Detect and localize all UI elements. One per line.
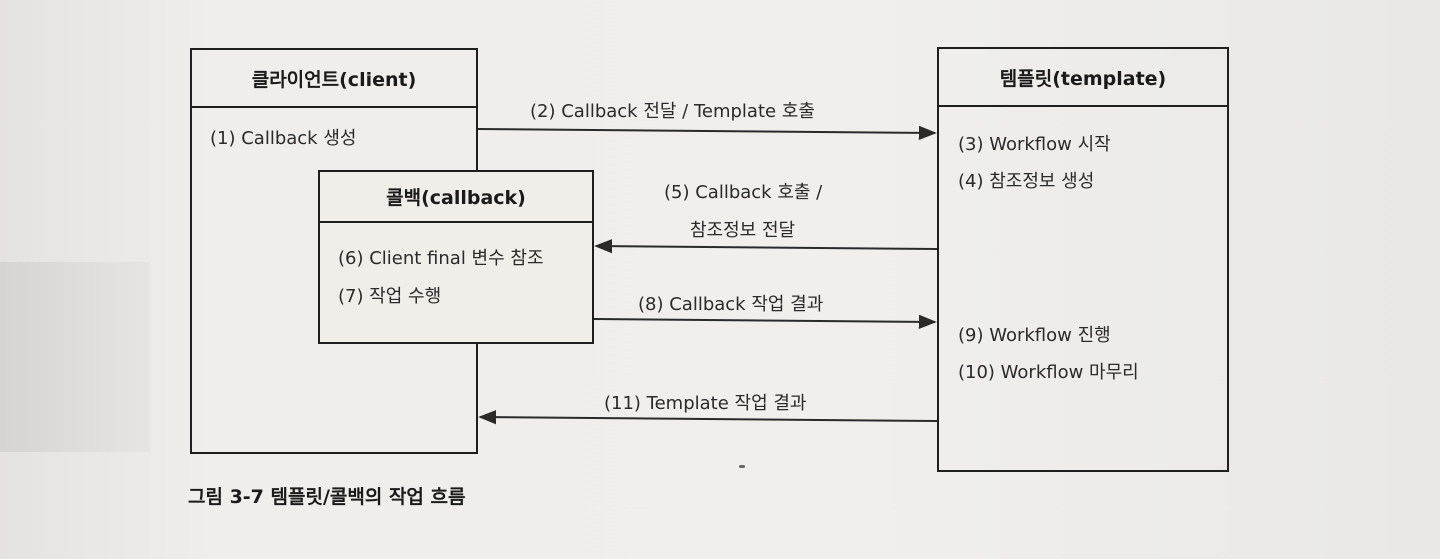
figure-caption: 그림 3-7 템플릿/콜백의 작업 흐름 (188, 486, 466, 508)
page-shadow (0, 262, 150, 452)
template-item-9: (9) Workflow 진행 (958, 325, 1111, 346)
template-item-3: (3) Workflow 시작 (958, 134, 1111, 155)
template-item-10: (10) Workflow 마무리 (958, 362, 1139, 383)
arrow-8-label: (8) Callback 작업 결과 (638, 294, 824, 315)
template-item-4: (4) 참조정보 생성 (958, 171, 1095, 192)
callback-item-6: (6) Client final 변수 참조 (338, 248, 544, 269)
client-item-1: (1) Callback 생성 (210, 128, 357, 149)
arrow-5 (594, 238, 938, 254)
callback-item-7: (7) 작업 수행 (338, 286, 442, 307)
callback-box: 콜백(callback) (318, 170, 594, 344)
arrow-5-label-line2: 참조정보 전달 (690, 220, 796, 241)
arrow-11 (478, 409, 938, 425)
speck (739, 465, 745, 468)
arrow-8 (593, 314, 937, 330)
template-box: 템플릿(template) (937, 47, 1229, 472)
client-title: 클라이언트(client) (192, 50, 476, 108)
arrow-2-label: (2) Callback 전달 / Template 호출 (530, 101, 815, 122)
arrow-11-label: (11) Template 작업 결과 (604, 393, 807, 414)
arrow-5-label-line1: (5) Callback 호출 / (664, 182, 823, 203)
template-title: 템플릿(template) (939, 49, 1227, 107)
callback-title: 콜백(callback) (320, 172, 592, 223)
arrow-2 (477, 125, 937, 141)
